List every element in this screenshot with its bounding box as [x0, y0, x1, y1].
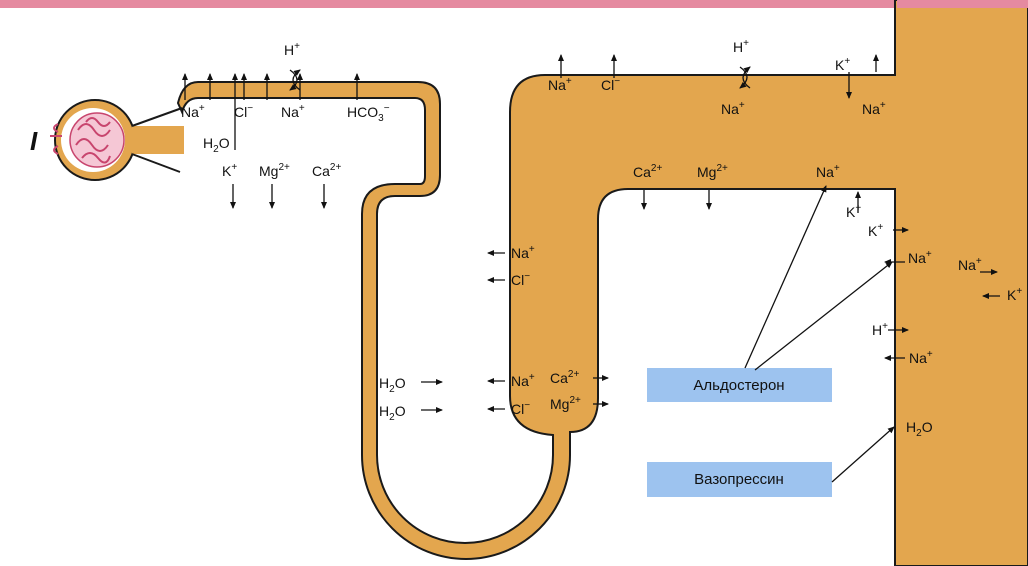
aldosterone-box: Альдостерон	[647, 368, 832, 402]
ion-dct-h-plus: H+	[733, 38, 749, 55]
aldosterone-label: Альдостерон	[693, 377, 784, 394]
ion-pct-hco3: HCO3−	[347, 103, 390, 124]
ion-desc-h2o-2: H2O	[379, 403, 406, 423]
ion-cd-h-plus: H+	[872, 321, 888, 338]
glomerulus	[50, 100, 184, 180]
collecting-duct	[895, 0, 1028, 566]
ion-pct-cl: Cl−	[234, 103, 253, 120]
ion-pct-na: Na+	[181, 103, 205, 120]
ion-desc-h2o-1: H2O	[379, 375, 406, 395]
vasopressin-label: Вазопрессин	[694, 471, 784, 488]
ion-pct-h-plus: H+	[284, 41, 300, 58]
ion-pct-h2o: H2O	[203, 135, 230, 155]
ion-cd-k-top: K+	[846, 203, 861, 220]
ion-pct-na-exchange: Na+	[281, 103, 305, 120]
ion-pct-ca: Ca2+	[312, 162, 341, 179]
top-band	[0, 0, 1028, 8]
ion-pct-mg: Mg2+	[259, 162, 290, 179]
ion-pct-k: K+	[222, 162, 237, 179]
vasopressin-box: Вазопрессин	[647, 462, 832, 497]
ion-cd-k-1: K+	[868, 222, 883, 239]
ion-dct-k: K+	[835, 56, 850, 73]
panel-marker: I	[30, 126, 38, 156]
